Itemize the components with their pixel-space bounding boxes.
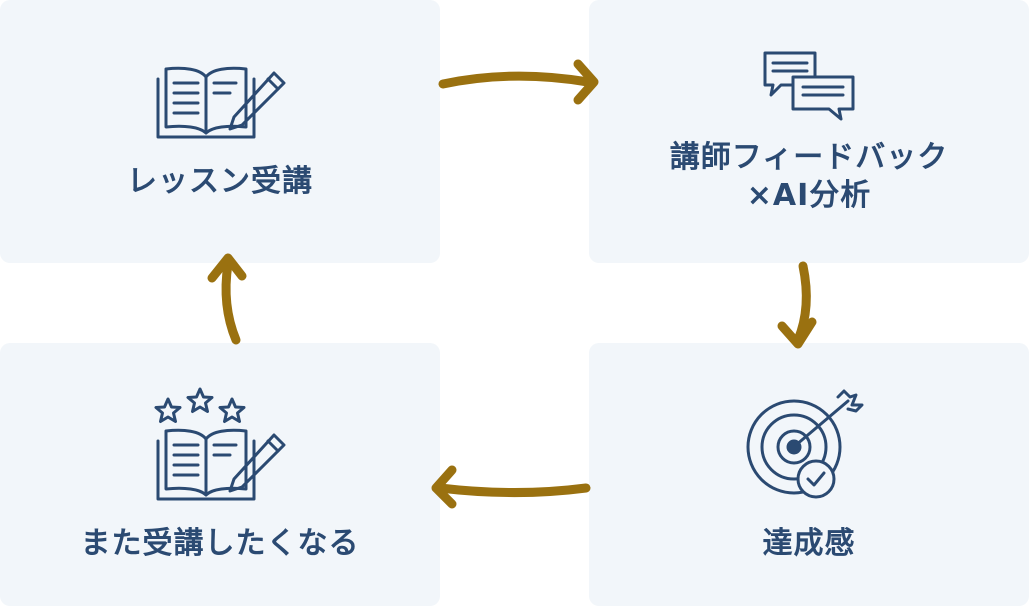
star-icon <box>154 397 182 423</box>
stars-book-pencil-icon <box>154 387 286 500</box>
open-book-pencil-icon <box>156 66 286 138</box>
step-card-achievement: 達成感 <box>589 343 1029 606</box>
target-check-icon <box>746 389 864 498</box>
step-label: レッスン受講 <box>127 163 313 199</box>
arrow-right <box>438 59 599 105</box>
step-label: 達成感 <box>762 525 856 561</box>
arrow-left <box>431 465 591 509</box>
step-label: 講師フィードバック ×AI分析 <box>670 139 948 215</box>
step-label-line1: 講師フィードバック <box>669 139 949 175</box>
step-label: また受講したくなる <box>80 525 360 561</box>
arrow-up <box>207 253 247 345</box>
step-card-lesson: レッスン受講 <box>0 0 440 263</box>
star-icon <box>186 387 214 413</box>
step-label-line2: ×AI分析 <box>746 177 872 213</box>
arrow-down <box>777 261 817 349</box>
chat-bubbles-icon <box>763 51 855 120</box>
step-card-feedback: 講師フィードバック ×AI分析 <box>589 0 1029 263</box>
star-icon <box>218 397 246 423</box>
step-card-repeat: また受講したくなる <box>0 343 440 606</box>
